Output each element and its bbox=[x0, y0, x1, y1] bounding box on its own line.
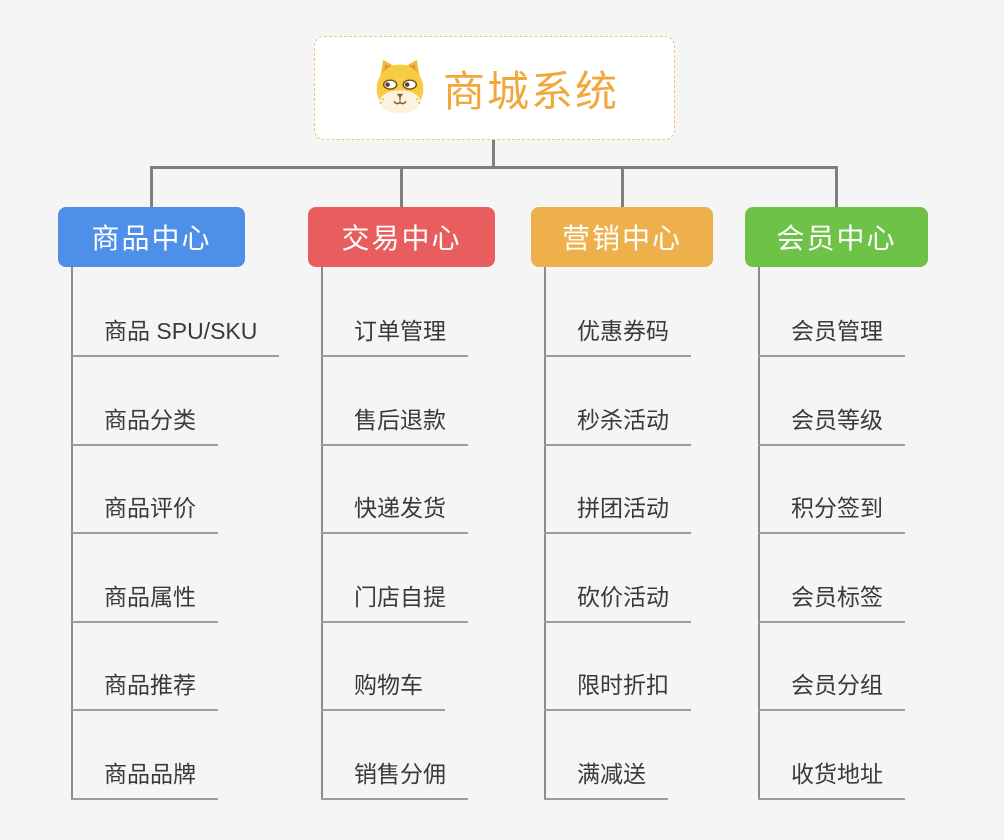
leaf-node[interactable]: 秒杀活动 bbox=[544, 402, 691, 446]
leaf-node[interactable]: 砍价活动 bbox=[544, 579, 691, 623]
connector-drop-trade-center bbox=[400, 166, 403, 207]
leaf-node[interactable]: 销售分佣 bbox=[321, 756, 468, 800]
root-title: 商城系统 bbox=[442, 67, 619, 115]
leaf-node[interactable]: 售后退款 bbox=[321, 402, 468, 446]
leaf-node[interactable]: 商品推荐 bbox=[71, 667, 218, 711]
dog-face-icon bbox=[370, 58, 430, 119]
branch-node-product-center[interactable]: 商品中心 bbox=[58, 207, 245, 267]
leaf-node[interactable]: 会员等级 bbox=[758, 402, 905, 446]
branch-node-member-center[interactable]: 会员中心 bbox=[745, 207, 928, 267]
branch-node-trade-center[interactable]: 交易中心 bbox=[308, 207, 495, 267]
leaf-node[interactable]: 商品评价 bbox=[71, 490, 218, 534]
leaf-node[interactable]: 商品 SPU/SKU bbox=[71, 313, 280, 357]
leaf-node[interactable]: 会员标签 bbox=[758, 579, 905, 623]
connector-bus bbox=[150, 166, 838, 169]
leaf-node[interactable]: 购物车 bbox=[321, 667, 445, 711]
leaf-node[interactable]: 会员管理 bbox=[758, 313, 905, 357]
branch-node-marketing-center[interactable]: 营销中心 bbox=[531, 207, 713, 267]
connector-drop-product-center bbox=[150, 166, 153, 207]
root-node[interactable]: 商城系统 bbox=[314, 36, 675, 140]
leaf-node[interactable]: 限时折扣 bbox=[544, 667, 691, 711]
leaf-node[interactable]: 商品属性 bbox=[71, 579, 218, 623]
leaf-node[interactable]: 商品品牌 bbox=[71, 756, 218, 800]
leaf-node[interactable]: 收货地址 bbox=[758, 756, 905, 800]
connector-root-stem bbox=[492, 140, 495, 167]
connector-drop-member-center bbox=[835, 166, 838, 207]
leaf-node[interactable]: 商品分类 bbox=[71, 402, 218, 446]
branch-label: 商品中心 bbox=[91, 223, 212, 254]
branch-column: 营销中心 优惠券码秒杀活动拼团活动砍价活动限时折扣满减送 bbox=[531, 207, 713, 807]
leaf-node[interactable]: 门店自提 bbox=[321, 579, 468, 623]
leaf-node[interactable]: 订单管理 bbox=[321, 313, 468, 357]
branch-column: 会员中心 会员管理会员等级积分签到会员标签会员分组收货地址 bbox=[745, 207, 928, 807]
branch-label: 营销中心 bbox=[561, 223, 682, 254]
connector-drop-marketing-center bbox=[620, 166, 624, 207]
leaf-node[interactable]: 会员分组 bbox=[758, 667, 905, 711]
branch-label: 交易中心 bbox=[341, 223, 462, 254]
branch-column: 商品中心 商品 SPU/SKU 商品分类商品评价商品属性商品推荐商品品牌 bbox=[58, 207, 280, 807]
leaf-node[interactable]: 满减送 bbox=[544, 756, 668, 800]
leaf-node[interactable]: 拼团活动 bbox=[544, 490, 691, 534]
branch-label: 会员中心 bbox=[776, 223, 897, 254]
branch-column: 交易中心 订单管理售后退款快递发货门店自提购物车销售分佣 bbox=[308, 207, 495, 807]
leaf-node[interactable]: 快递发货 bbox=[321, 490, 468, 534]
leaf-node[interactable]: 积分签到 bbox=[758, 490, 905, 534]
leaf-node[interactable]: 优惠券码 bbox=[544, 313, 691, 357]
